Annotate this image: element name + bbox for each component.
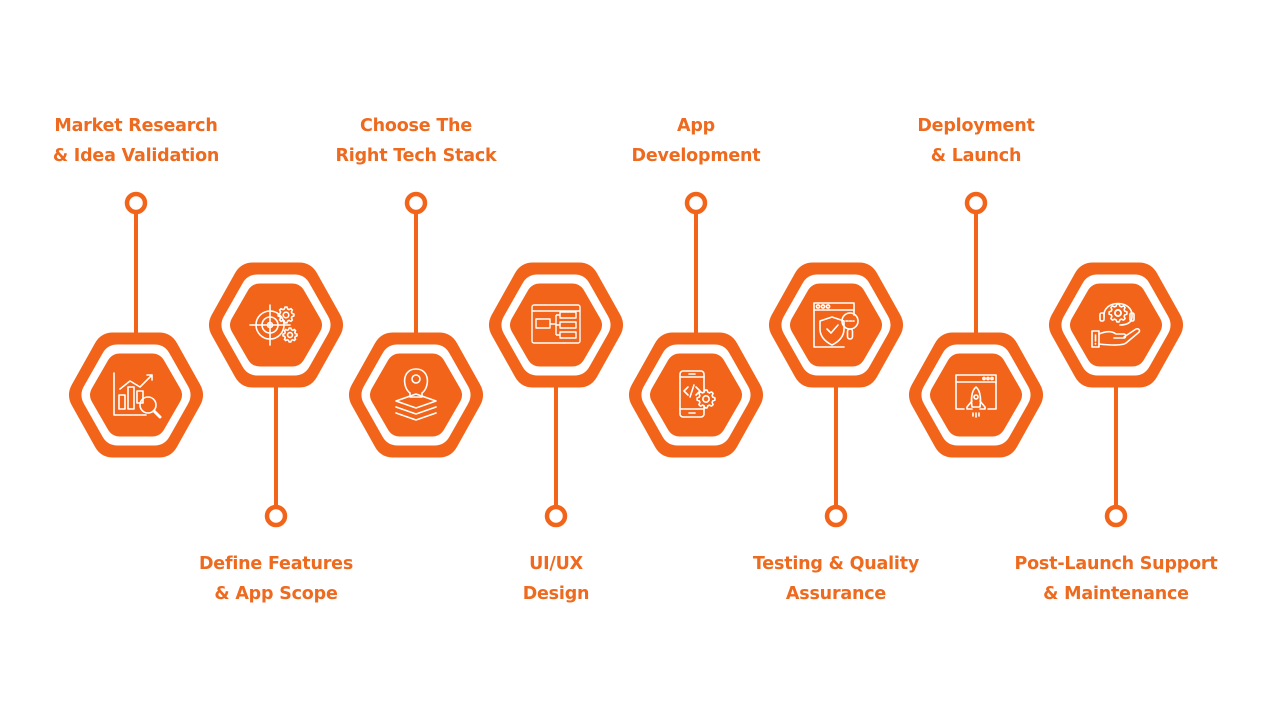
connector-dot (544, 504, 568, 528)
step-connector-1 (124, 191, 148, 337)
step-hexagon-4 (488, 262, 624, 388)
step-label-4: UI/UX Design (436, 549, 676, 609)
step-connector-8 (1104, 383, 1128, 528)
step-label-line: & Idea Validation (52, 146, 220, 166)
step-connector-7 (964, 191, 988, 337)
wireframe-window-icon (531, 304, 581, 344)
step-connector-2 (264, 383, 288, 528)
step-label-line: Deployment (917, 116, 1035, 136)
step-label-line: UI/UX (529, 554, 583, 574)
hexagon-inner (370, 353, 462, 437)
connector-dot (124, 191, 148, 215)
step-label-line: Right Tech Stack (335, 146, 497, 166)
step-label-line: Development (631, 146, 761, 166)
connector-dot (684, 191, 708, 215)
connector-dot (264, 504, 288, 528)
step-label-line: & Maintenance (1043, 584, 1189, 604)
step-hexagon-8 (1048, 262, 1184, 388)
mobile-code-gear-icon (679, 370, 716, 418)
shield-check-search-icon (813, 302, 859, 348)
step-label-line: Post-Launch Support (1014, 554, 1218, 574)
step-label-line: & App Scope (214, 584, 338, 604)
step-hexagon-1 (68, 332, 204, 458)
step-connector-4 (544, 383, 568, 528)
step-hexagon-3 (348, 332, 484, 458)
step-label-1: Market Research & Idea Validation (16, 111, 256, 171)
step-label-line: Market Research (54, 116, 218, 136)
connector-dot (1104, 504, 1128, 528)
step-label-line: Choose The (360, 116, 472, 136)
hexagon-inner (790, 283, 882, 367)
analytics-search-icon (113, 372, 162, 419)
step-label-line: App (677, 116, 715, 136)
step-connector-3 (404, 191, 428, 337)
step-hexagon-7 (908, 332, 1044, 458)
step-label-line: Design (522, 584, 590, 604)
step-label-2: Define Features & App Scope (156, 549, 396, 609)
step-connector-6 (824, 383, 848, 528)
step-label-line: Define Features (198, 554, 354, 574)
hexagon-inner (1070, 283, 1162, 367)
step-label-line: Testing & Quality (752, 554, 920, 574)
step-label-7: Deployment & Launch (856, 111, 1096, 171)
step-hexagon-6 (768, 262, 904, 388)
lightbulb-layers-icon (395, 368, 437, 421)
step-label-8: Post-Launch Support & Maintenance (996, 549, 1236, 609)
support-hand-gear-icon (1091, 302, 1141, 348)
connector-dot (404, 191, 428, 215)
connector-dot (824, 504, 848, 528)
step-connector-5 (684, 191, 708, 337)
step-hexagon-2 (208, 262, 344, 388)
rocket-window-icon (955, 374, 997, 418)
connector-dot (964, 191, 988, 215)
step-hexagon-5 (628, 332, 764, 458)
target-gears-icon (249, 304, 298, 346)
step-label-line: Assurance (785, 584, 887, 604)
step-label-line: & Launch (930, 146, 1022, 166)
